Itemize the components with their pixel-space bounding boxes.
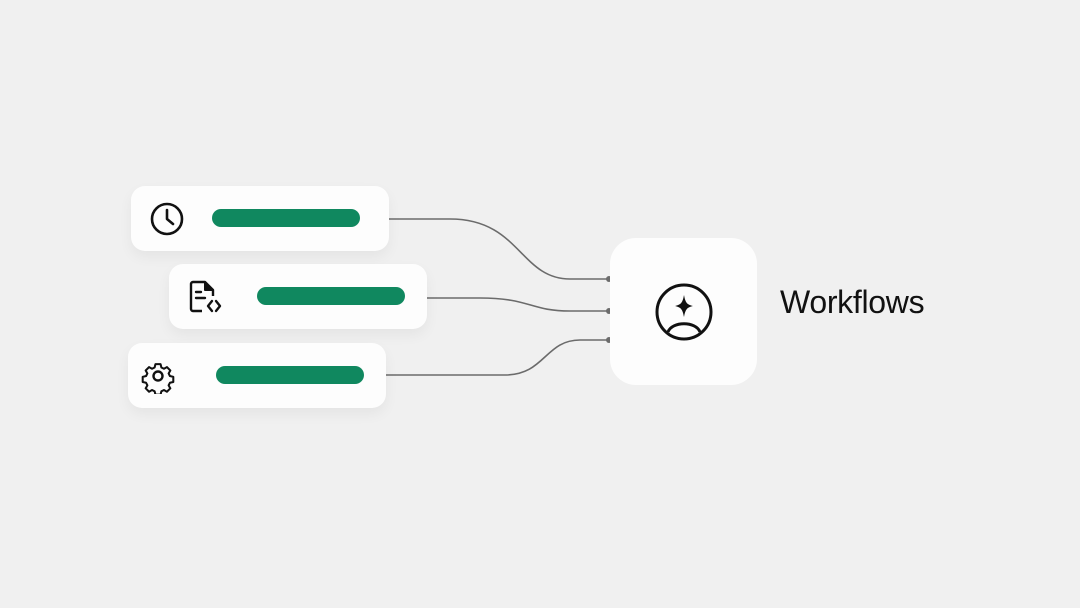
code-file-icon: [189, 280, 222, 313]
wire-2: [427, 297, 609, 312]
workflows-title: Workflows: [780, 284, 925, 320]
sparkle-user-icon: [655, 283, 713, 341]
placeholder-bar: [257, 287, 405, 305]
wire-1: [389, 218, 609, 280]
gear-icon: [141, 363, 175, 394]
input-card-schedule: [131, 186, 389, 251]
input-card-code: [169, 264, 427, 329]
wire-3: [386, 339, 609, 376]
clock-icon: [150, 202, 184, 236]
placeholder-bar: [216, 366, 364, 384]
workflow-hub: [610, 238, 757, 385]
input-card-settings: [128, 343, 386, 408]
placeholder-bar: [212, 209, 360, 227]
